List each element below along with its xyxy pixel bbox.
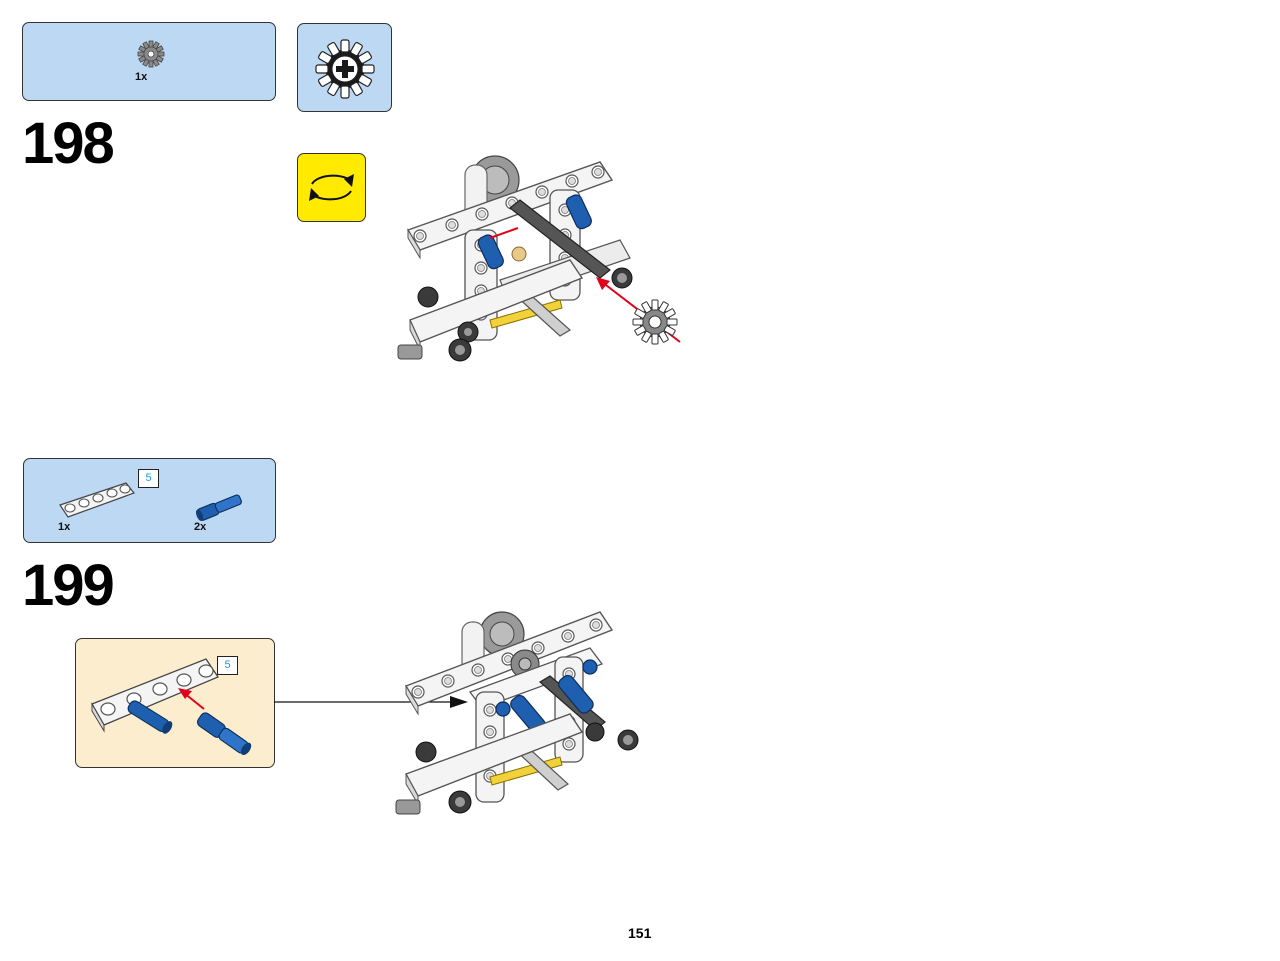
subassembly-illustration <box>91 658 252 756</box>
step-198-parts-list: 1x <box>22 22 276 101</box>
part-quantity: 1x <box>135 71 148 83</box>
step-number: 199 <box>22 553 115 618</box>
subassembly-callout: 5 <box>75 638 275 768</box>
rotate-model-icon <box>297 153 366 222</box>
step-199-parts-list: 5 1x 2x <box>23 458 276 543</box>
gear-12-tooth-icon <box>137 40 165 68</box>
gear-12-tooth-icon <box>315 39 375 99</box>
liftarm-5-icon <box>59 482 135 518</box>
gear-callout-box <box>297 23 392 112</box>
step-198-model-illustration <box>397 155 681 362</box>
step-number: 198 <box>22 111 115 176</box>
blue-axle-pin-icon <box>196 494 242 521</box>
length-badge: 5 <box>138 469 159 488</box>
page-number: 151 <box>628 925 652 941</box>
step-199-model-illustration <box>395 611 639 815</box>
part-quantity: 2x <box>194 521 207 533</box>
length-badge: 5 <box>217 656 238 675</box>
part-quantity: 1x <box>58 521 71 533</box>
